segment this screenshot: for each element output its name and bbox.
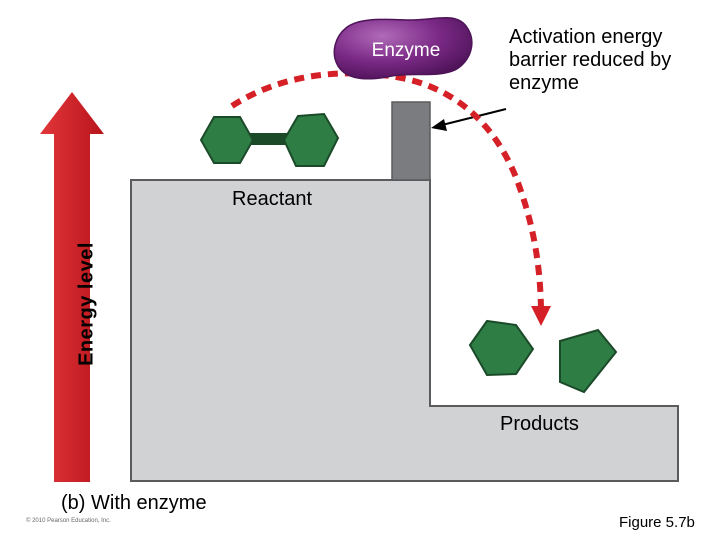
reactant-label: Reactant [232,188,313,210]
enzyme-label: Enzyme [371,40,441,61]
activation-barrier [391,101,431,181]
activation-barrier-label: Activation energy barrier reduced by enz… [509,26,672,94]
enzyme-blob [333,17,473,80]
figure-number: Figure 5.7b [619,514,695,531]
pathway-arrowhead [531,306,551,326]
barrier-pointer-arrowhead [431,119,447,131]
copyright-notice: © 2010 Pearson Education, Inc. [26,518,111,524]
product-hexagon-right [559,328,618,394]
enzyme-pathway-curve [230,70,544,309]
reactant-molecule [199,112,340,167]
energy-axis-arrow [40,92,104,482]
energy-axis-label: Energy level [75,242,98,366]
product-hexagon-left [468,319,535,377]
panel-caption: (b) With enzyme [61,492,207,514]
reactant-hexagon-left [199,116,255,164]
reactant-hexagon-right [282,112,340,167]
products-label: Products [500,413,579,435]
